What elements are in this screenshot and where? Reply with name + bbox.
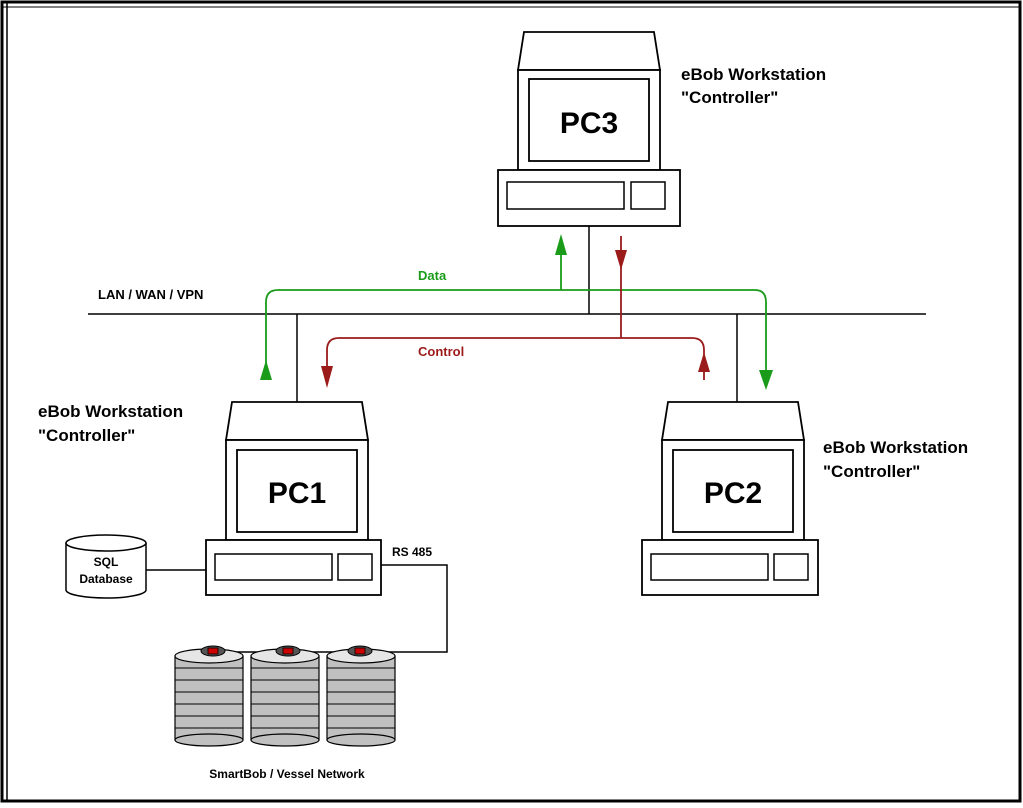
smartbob-unit-1-ribs [175,667,243,729]
pc3-screen-label: PC3 [560,107,618,140]
pc2-title-line2: "Controller" [823,462,920,481]
data-arrow-up-pc3 [555,234,567,255]
rs485-label: RS 485 [392,545,432,559]
pc1-title-line2: "Controller" [38,426,135,445]
workstation-pc1: PC1 eBob Workstation "Controller" [38,401,382,596]
rs485-link [372,564,448,653]
pc3-title-line2: "Controller" [681,88,778,107]
workstation-pc3: PC3 eBob Workstation "Controller" [497,31,826,227]
pc2-title-line1: eBob Workstation [823,438,968,457]
sql-database: SQL Database [65,534,147,599]
control-arrow-down-pc1 [321,366,333,388]
smartbob-unit-1-body [174,655,244,741]
smartbob-unit-3-body [326,655,396,741]
pc1-title-line1: eBob Workstation [38,402,183,421]
smartbob-unit-3-ribs [327,667,395,729]
smartbob-unit-2-ribs [251,667,319,729]
smartbob-unit-2-base [250,733,320,747]
pc2-keyboard [650,553,769,581]
smartbob-unit-1-led [207,647,219,655]
data-flow [265,250,767,380]
database-cylinder-top [65,534,147,552]
smartbob-unit-2 [250,645,320,747]
database-label-line1: SQL [94,555,119,569]
lan-label: LAN / WAN / VPN [98,287,203,302]
data-arrow-up-pc1 [260,360,272,380]
pc2-screen-label: PC2 [704,477,762,510]
pc1-monitor-top [224,401,370,441]
pc3-screen [528,78,650,162]
data-arrow-down-pc2 [759,370,773,390]
pc1-keypad [337,553,373,581]
pc3-title-line1: eBob Workstation [681,65,826,84]
workstation-pc2: PC2 eBob Workstation "Controller" [641,401,968,596]
pc2-screen [672,449,794,533]
pc1-screen [236,449,358,533]
smartbob-unit-1-base [174,733,244,747]
smartbob-unit-1 [174,645,244,747]
smartbob-unit-2-led [282,647,294,655]
pc2-monitor-top [660,401,806,441]
control-flow [326,236,705,380]
pc2-keypad [773,553,809,581]
control-label: Control [418,344,464,359]
pc1-screen-label: PC1 [268,477,326,510]
control-arrow-up-pc2 [698,352,710,372]
smartbob-unit-3 [326,645,396,747]
vessel-network-label: SmartBob / Vessel Network [209,767,365,781]
data-flow-path [265,289,767,380]
control-flow-path [326,337,705,380]
pc3-keypad [630,181,666,210]
control-arrow-down-pc3 [615,250,627,270]
data-label: Data [418,268,447,283]
smartbob-unit-3-led [354,647,366,655]
pc3-monitor-top [516,31,662,71]
database-label-line2: Database [79,572,133,586]
pc3-keyboard [506,181,625,210]
smartbob-unit-3-base [326,733,396,747]
smartbob-unit-2-body [250,655,320,741]
pc1-keyboard [214,553,333,581]
database-cylinder-body [65,543,147,599]
